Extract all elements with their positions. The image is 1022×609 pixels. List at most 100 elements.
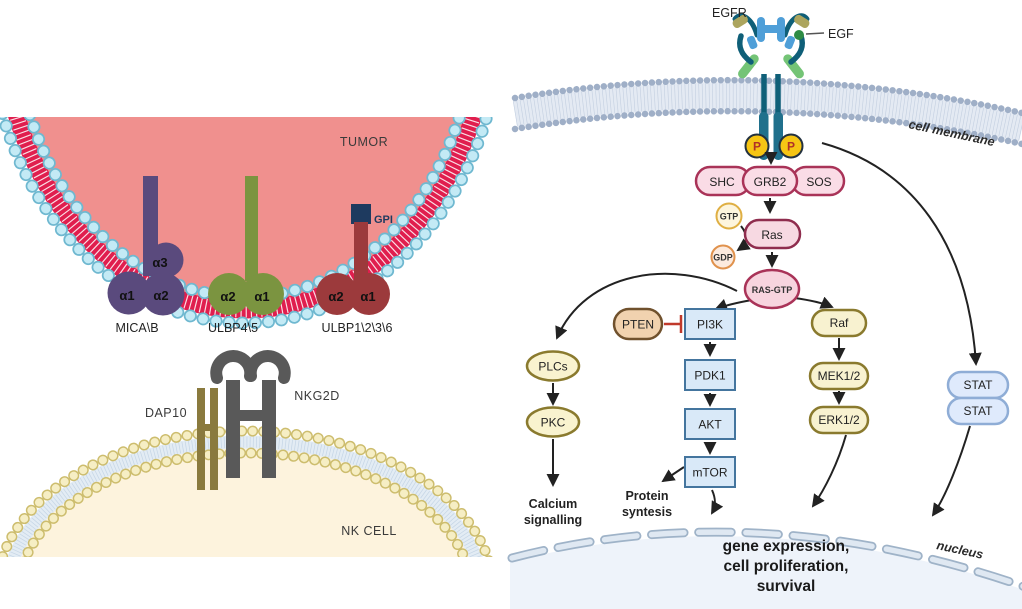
egfr-left-cap — [732, 14, 748, 28]
ulbp45-alpha2-label: α2 — [220, 289, 235, 304]
protein-line2: syntesis — [622, 505, 672, 519]
calcium-line2: signalling — [524, 513, 582, 527]
mek-node — [808, 361, 870, 391]
membrane-band — [512, 82, 1022, 142]
gdp-node — [710, 244, 736, 270]
gpi-anchor — [351, 204, 371, 224]
nkg2d-label: NKG2D — [294, 389, 340, 403]
arrow-stat-to-nucleus — [931, 425, 971, 517]
egfr-left-arm — [738, 54, 759, 79]
arrow-rasgtp-to-raf — [793, 296, 834, 309]
pathway-arrows — [546, 142, 982, 517]
mica-alpha2-lobe — [141, 272, 185, 316]
arrow-rasgtp-to-pi3k — [714, 298, 753, 312]
stat-dimer: STAT STAT — [946, 370, 1010, 426]
nucleus — [507, 527, 1022, 609]
raf-node — [810, 308, 868, 338]
ulbp1236-alpha1-lobe — [348, 273, 390, 315]
pdk1-label: PDK1 — [694, 369, 726, 383]
nk-cell — [0, 425, 494, 557]
pi3k-label: PI3K — [697, 318, 723, 332]
ligand-ulbp1236 — [316, 204, 390, 315]
plcs-label: PLCs — [538, 360, 567, 374]
gtp-label: GTP — [720, 212, 739, 222]
gdp-label: GDP — [713, 253, 733, 263]
nucleus-body — [510, 536, 1022, 609]
gene-line3: survival — [757, 578, 816, 595]
mek-label: MEK1/2 — [818, 369, 861, 383]
nkg2d-crossbar — [238, 410, 264, 421]
ulbp45-alpha2-lobe — [208, 273, 250, 315]
erk-node — [808, 405, 870, 435]
nk-outer-lipid-dots-fill — [0, 427, 492, 557]
arrow-erk-to-nucleus — [811, 434, 847, 508]
nkg2d-left-chain — [226, 380, 240, 478]
ulbp45-stem — [245, 176, 258, 281]
mapk-axis: Raf MEK1/2 ERK1/2 — [808, 308, 870, 435]
erk-label: ERK1/2 — [818, 413, 860, 427]
stat-top-label: STAT — [964, 378, 994, 392]
raf-label: Raf — [830, 316, 849, 330]
ulbp45-name-label: ULBP4\5 — [208, 321, 258, 335]
dap10-label: DAP10 — [145, 406, 187, 420]
nkg2d-right-chain — [262, 380, 276, 478]
mica-alpha3-lobe — [148, 242, 184, 278]
mtor-node — [684, 456, 736, 488]
phospho-right-label: P — [787, 140, 795, 154]
grb2-label: GRB2 — [754, 175, 787, 189]
ligand-mica-b — [107, 176, 185, 316]
pten-label: PTEN — [622, 318, 654, 332]
ras-label: Ras — [761, 228, 782, 242]
ulbp1236-name-label: ULBP1\2\3\6 — [322, 321, 393, 335]
ulbp1236-alpha2-lobe — [316, 273, 358, 315]
ras-node — [743, 218, 802, 250]
egfr-right-domain — [784, 35, 796, 50]
gpi-label: GPI — [374, 214, 393, 226]
mica-name-label: MICA\B — [115, 321, 158, 335]
arrow-mtor-to-protein — [661, 466, 685, 483]
egfr-h-bar — [762, 25, 780, 33]
dap10-crossbar — [199, 424, 216, 431]
egfr-left-v — [737, 33, 754, 65]
egf-label: EGF — [828, 27, 854, 41]
shc-label: SHC — [709, 175, 735, 189]
cell-membrane — [511, 76, 1022, 148]
plcs-node — [525, 350, 581, 382]
calcium-line1: Calcium — [529, 497, 578, 511]
mica-alpha3-label: α3 — [152, 255, 167, 270]
pten-inhibition — [664, 315, 683, 333]
egfr-h-left — [757, 17, 765, 42]
ulbp1236-alpha2-label: α2 — [328, 289, 343, 304]
ulbp45-alpha1-label: α1 — [254, 289, 269, 304]
nk-cell-label: NK CELL — [341, 524, 397, 538]
stat-bottom-label: STAT — [964, 404, 994, 418]
egfr-left-domain — [746, 35, 758, 50]
pkc-label: PKC — [541, 416, 566, 430]
ligand-ulbp45 — [208, 176, 284, 315]
pten-node — [612, 307, 664, 341]
gene-line1: gene expression, — [723, 538, 850, 555]
egf-pointer-line — [805, 32, 825, 35]
nk-inner-lipid-dots — [20, 447, 470, 557]
akt-node — [684, 408, 736, 440]
phospho-right-circle — [778, 133, 804, 159]
egf-dot — [794, 30, 804, 40]
tumor-membrane-band — [8, 117, 482, 319]
phospho-left-circle — [744, 133, 770, 159]
membrane-bottom-dots — [511, 107, 1022, 148]
nk-membrane-band — [7, 435, 483, 557]
dap10-receptor — [197, 388, 218, 490]
egfr-h-right — [777, 17, 785, 42]
phospho-sites: P P — [744, 133, 804, 159]
protein-line1: Protein — [625, 489, 668, 503]
arrow-rasgtp-to-plcs — [555, 272, 738, 340]
pi3k-node — [684, 308, 736, 340]
pi3k-axis: PI3K PDK1 AKT mTOR — [684, 308, 736, 488]
arrow-membrane-to-stat — [821, 142, 982, 366]
gtp-node — [715, 202, 743, 230]
phospho-left-label: P — [753, 140, 761, 154]
ulbp45-alpha1-lobe — [242, 273, 284, 315]
ras-gtp-node — [743, 268, 801, 310]
